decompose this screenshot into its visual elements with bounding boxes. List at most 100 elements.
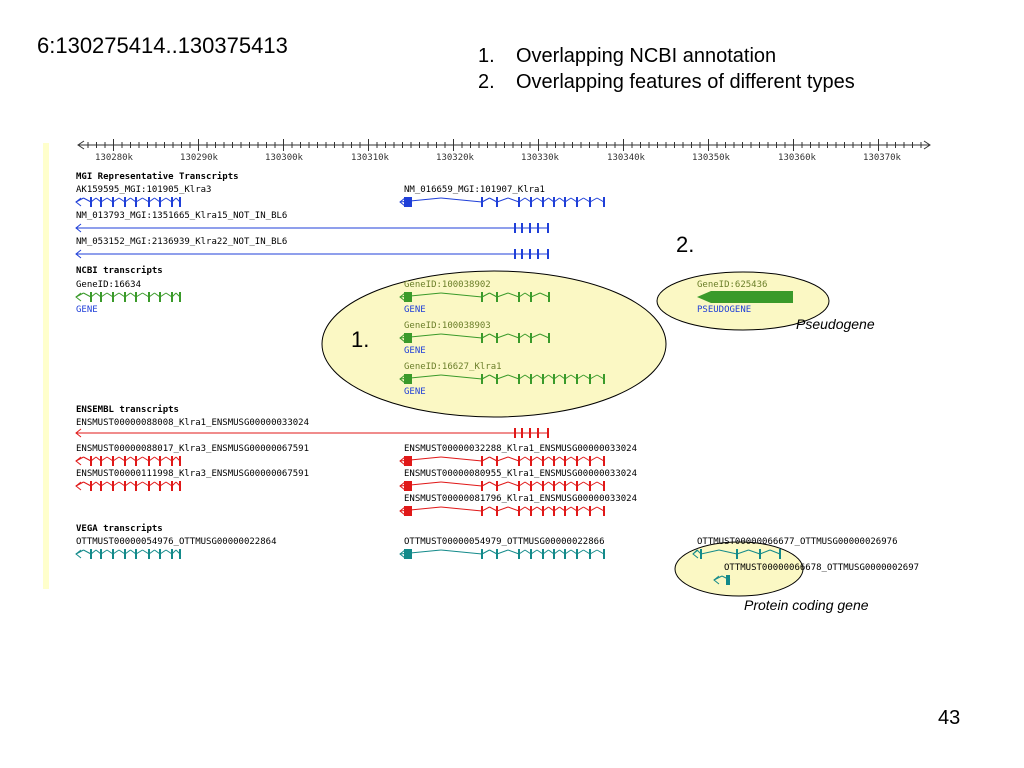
exon-block xyxy=(542,456,544,466)
intron-line xyxy=(718,549,738,555)
exon-block xyxy=(404,456,412,466)
vega-track: VEGA transcripts OTTMUST00000054976_OTTM… xyxy=(76,523,919,573)
strand-arrow xyxy=(75,292,82,302)
intron-line xyxy=(507,506,520,512)
transcript-label: GeneID:16634 xyxy=(76,280,141,290)
exon-block xyxy=(736,549,738,559)
transcript-label: ENSMUST00000080955_Klra1_ENSMUSG00000033… xyxy=(404,469,637,479)
exon-block xyxy=(521,223,523,233)
ncbi-track-title: NCBI transcripts xyxy=(76,265,163,276)
exon-block xyxy=(496,374,498,384)
exon-block xyxy=(90,549,92,559)
intron-line xyxy=(496,197,509,203)
strand-arrow xyxy=(692,549,699,559)
exon-block xyxy=(112,481,114,491)
exon-block xyxy=(518,197,520,207)
intron-line xyxy=(507,374,520,380)
intron-line xyxy=(576,456,584,462)
transcript-label: ENSMUST00000088017_Klra3_ENSMUSG00000067… xyxy=(76,444,309,454)
intron-line xyxy=(489,374,498,380)
strand-arrow xyxy=(75,249,82,259)
mgi-track-title: MGI Representative Transcripts xyxy=(76,171,239,182)
exon-block xyxy=(124,197,126,207)
strand-arrow xyxy=(75,481,82,491)
slide-title: 6:130275414..130375413 xyxy=(37,33,288,58)
exon-block xyxy=(529,249,531,259)
transcript-label: ENSMUST00000032288_Klra1_ENSMUSG00000033… xyxy=(404,444,637,454)
intron-line xyxy=(583,197,591,203)
exon-block xyxy=(481,374,483,384)
exon-block xyxy=(542,506,544,516)
ruler-tick-label: 130370k xyxy=(863,153,902,163)
protein-coding-caption: Protein coding gene xyxy=(744,597,869,613)
exon-block xyxy=(548,292,550,302)
page-number: 43 xyxy=(938,707,961,729)
intron-line xyxy=(507,549,520,555)
mgi-track: MGI Representative Transcripts AK159595_… xyxy=(76,171,545,247)
exon-block xyxy=(159,197,161,207)
intron-line xyxy=(481,374,490,380)
intron-line xyxy=(83,549,92,555)
intron-line xyxy=(596,506,605,512)
exon-block xyxy=(518,481,520,491)
transcript-label: GeneID:100038903 xyxy=(404,321,491,331)
intron-line xyxy=(496,506,509,512)
intron-line xyxy=(489,197,498,203)
transcript-label: NM_053152_MGI:2136939_Klra22_NOT_IN_BL6 xyxy=(76,237,287,247)
exon-block xyxy=(589,197,591,207)
exon-block xyxy=(135,481,137,491)
annotation-label-1: 1. xyxy=(351,327,370,352)
intron-line xyxy=(539,292,550,298)
intron-line xyxy=(440,292,483,298)
exon-block xyxy=(576,549,578,559)
exon-block xyxy=(481,197,483,207)
exon-block xyxy=(518,292,520,302)
exon-block xyxy=(589,549,591,559)
intron-line xyxy=(135,481,143,487)
intron-line xyxy=(596,456,605,462)
strand-arrow xyxy=(399,481,406,491)
exon-block xyxy=(530,292,532,302)
exon-block xyxy=(481,456,483,466)
intron-line xyxy=(481,506,490,512)
strand-arrow xyxy=(399,549,406,559)
ruler-tick-label: 130320k xyxy=(436,153,475,163)
exon-block xyxy=(576,481,578,491)
intron-line xyxy=(489,506,498,512)
exon-block xyxy=(481,549,483,559)
exon-block xyxy=(537,223,539,233)
exon-block xyxy=(530,506,532,516)
intron-line xyxy=(769,549,781,555)
note-list: 1. Overlapping NCBI annotation 2. Overla… xyxy=(478,43,855,95)
exon-block xyxy=(553,197,555,207)
exon-block xyxy=(542,549,544,559)
exon-block xyxy=(564,456,566,466)
intron-line xyxy=(507,197,520,203)
exon-block xyxy=(90,456,92,466)
intron-line xyxy=(496,456,509,462)
intron-line xyxy=(589,374,598,380)
transcript-type-label: GENE xyxy=(404,305,426,315)
intron-line xyxy=(481,197,490,203)
ruler-tick-label: 130360k xyxy=(778,153,817,163)
intron-line xyxy=(481,549,490,555)
exon-block xyxy=(404,292,412,302)
exon-block xyxy=(124,481,126,491)
intron-line xyxy=(596,549,605,555)
intron-line xyxy=(496,481,509,487)
intron-line xyxy=(142,292,150,298)
exon-block xyxy=(547,249,549,259)
transcript-label: GeneID:16627_Klra1 xyxy=(404,362,502,372)
exon-block xyxy=(90,481,92,491)
ensembl-track: ENSEMBL transcripts ENSMUST00000088008_K… xyxy=(76,404,637,504)
exon-block xyxy=(530,481,532,491)
intron-line xyxy=(489,292,498,298)
exon-block xyxy=(124,549,126,559)
strand-arrow xyxy=(399,506,406,516)
exon-block xyxy=(603,197,605,207)
intron-line xyxy=(736,549,749,555)
intron-line xyxy=(507,456,520,462)
intron-line xyxy=(530,333,541,339)
intron-line xyxy=(489,456,498,462)
exon-block xyxy=(496,333,498,343)
